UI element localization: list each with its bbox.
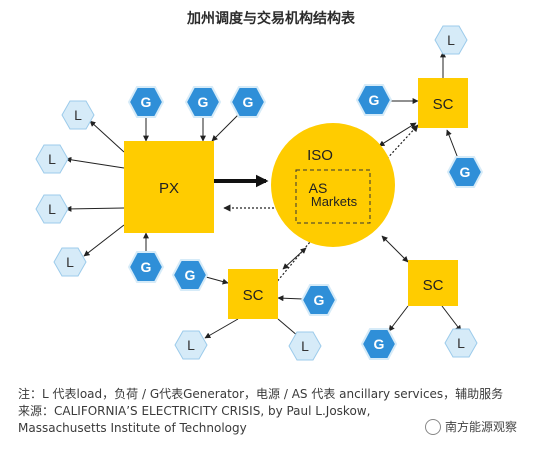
svg-text:L: L (48, 201, 56, 217)
generator-hex: G (300, 284, 338, 316)
generator-hex: G (184, 86, 222, 118)
generator-hex: G (229, 86, 267, 118)
load-hex: L (174, 330, 208, 360)
svg-text:G: G (374, 336, 385, 352)
svg-text:L: L (457, 335, 465, 351)
markets-label: Markets (311, 194, 358, 209)
sc-label-bottom-center: SC (243, 287, 264, 304)
svg-text:G: G (141, 94, 152, 110)
svg-text:L: L (48, 151, 56, 167)
sc-box-bottom-right (408, 260, 458, 306)
load-hex: L (35, 194, 69, 224)
generator-hex: G (127, 251, 165, 283)
svg-text:L: L (74, 107, 82, 123)
load-hex: L (53, 247, 87, 277)
load-hex: L (434, 25, 468, 55)
svg-text:G: G (185, 267, 196, 283)
caption-source-institution: Massachusetts Institute of Technology (18, 421, 247, 435)
sc-label-top-right: SC (433, 96, 454, 113)
sc-label-bottom-right: SC (423, 277, 444, 294)
px-label: PX (159, 180, 179, 197)
svg-text:G: G (198, 94, 209, 110)
generator-hex: G (355, 84, 393, 116)
diagram-title: 加州调度与交易机构结构表 (187, 11, 355, 27)
sc-box-top-right (418, 78, 468, 128)
generator-hex: G (127, 86, 165, 118)
iso-label: ISO (307, 147, 333, 164)
generator-hex: G (171, 259, 209, 291)
caption-note: 注：L 代表load，负荷 / G代表Generator，电源 / AS 代表 … (18, 387, 504, 401)
svg-text:G: G (369, 92, 380, 108)
svg-text:G: G (314, 292, 325, 308)
generator-nodes: G G G G G G G G (127, 84, 484, 360)
load-hex: L (288, 331, 322, 361)
svg-text:L: L (187, 337, 195, 353)
svg-text:L: L (66, 254, 74, 270)
generator-hex: G (360, 328, 398, 360)
svg-text:L: L (301, 338, 309, 354)
svg-text:G: G (141, 259, 152, 275)
load-hex: L (444, 328, 478, 358)
sc-box-bottom-center (228, 269, 278, 319)
iso-circle (271, 123, 395, 247)
wechat-logo-icon (425, 418, 441, 435)
generator-hex: G (446, 156, 484, 188)
load-hex: L (35, 144, 69, 174)
svg-text:L: L (447, 32, 455, 48)
caption-source: 来源：CALIFORNIA’S ELECTRICITY CRISIS, by P… (18, 404, 371, 418)
load-hex: L (61, 100, 95, 130)
as-label: AS (309, 180, 328, 196)
watermark-text: 南方能源观察 (445, 420, 518, 434)
px-box (124, 141, 214, 233)
caption: 注：L 代表load，负荷 / G代表Generator，电源 / AS 代表 … (18, 386, 538, 437)
as-markets-box (295, 169, 371, 224)
svg-text:G: G (243, 94, 254, 110)
watermark: 南方能源观察 (425, 418, 517, 435)
svg-text:G: G (460, 164, 471, 180)
load-nodes: L L L L L L L L (35, 25, 478, 361)
